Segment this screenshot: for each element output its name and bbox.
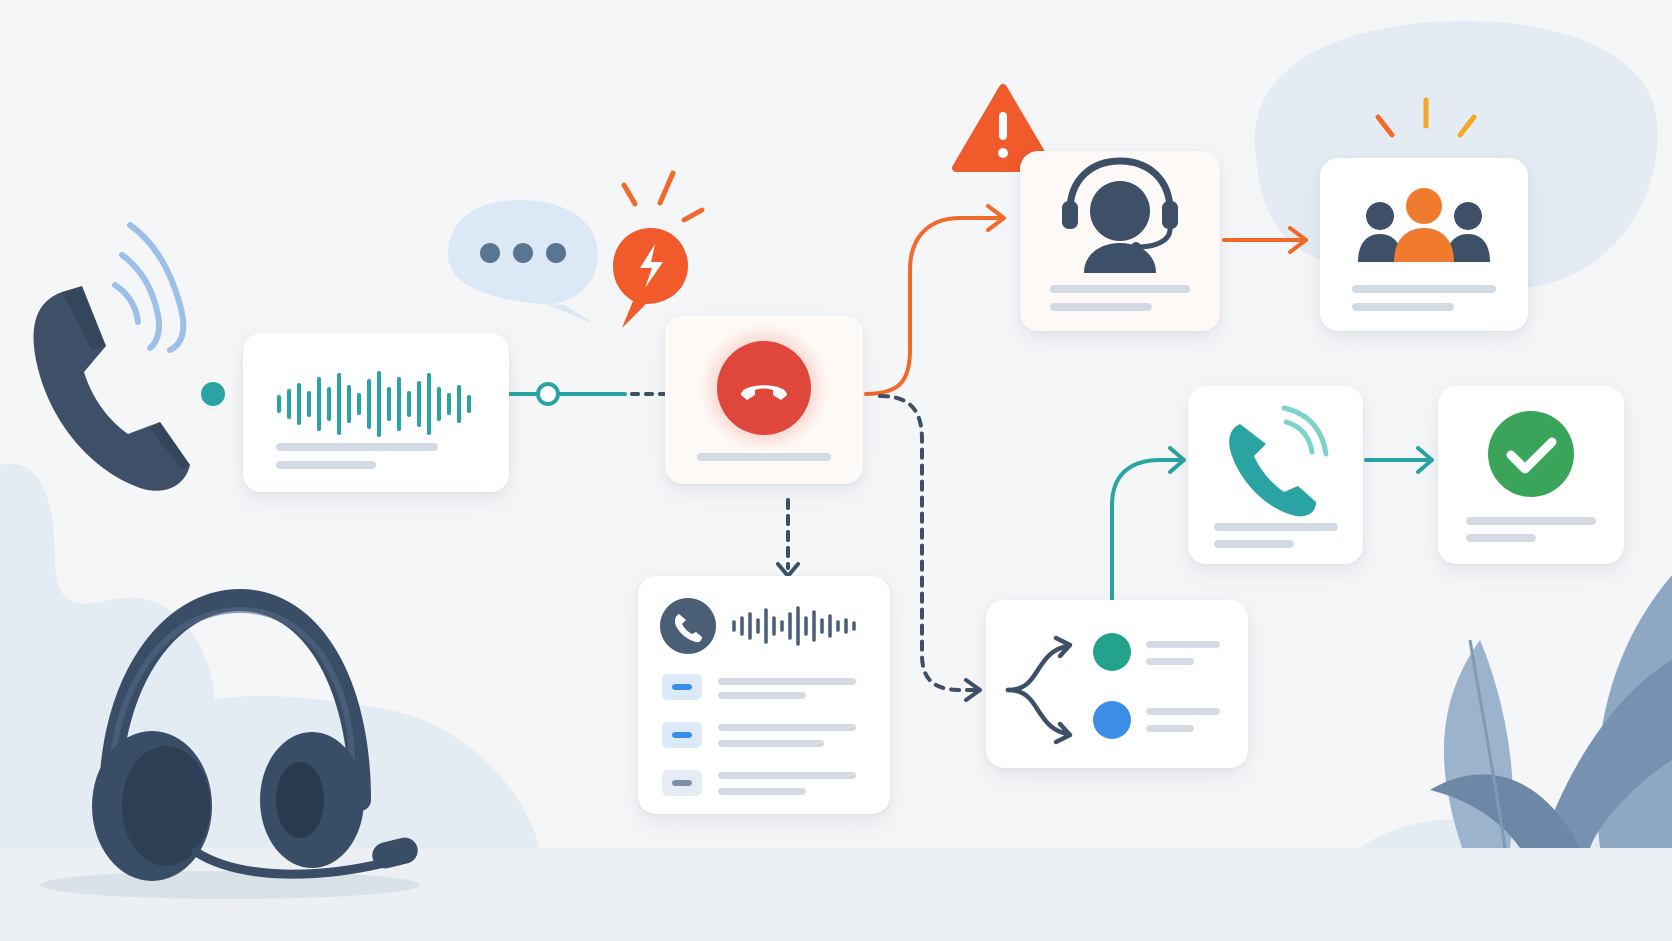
callback-card [1188, 386, 1363, 564]
audio-waveform-icon [277, 371, 471, 437]
connector-routing-to-callback [1110, 458, 1182, 602]
call-dropped-card [665, 316, 863, 484]
team-card [1320, 158, 1528, 331]
plant-icon [1430, 575, 1672, 849]
connector-drop-to-agent [864, 216, 1002, 396]
voice-capture-text-lines [276, 443, 438, 469]
connector-node-hollow [536, 382, 560, 406]
warning-triangle-icon [952, 84, 1054, 172]
headset-icon [40, 588, 420, 899]
team-group-icon [1352, 188, 1496, 311]
resolved-card [1438, 386, 1624, 564]
arrowhead-resolved [1416, 446, 1434, 474]
call-log-card [638, 576, 890, 814]
arrowhead-agent [986, 204, 1006, 232]
phone-ringing-icon [33, 222, 190, 491]
log-entry [662, 770, 856, 796]
alert-lightning-icon [613, 170, 705, 328]
log-entry [662, 674, 856, 700]
success-check-icon [1466, 411, 1596, 542]
connector-node-filled [201, 382, 225, 406]
call-log-entries [662, 674, 856, 796]
voice-capture-card [243, 333, 509, 492]
arrowhead-team [1288, 226, 1308, 254]
hang-up-icon [697, 324, 831, 461]
agent-headset-icon [1050, 157, 1190, 311]
burst-lines [1375, 97, 1477, 138]
split-route-icon [1005, 633, 1220, 745]
phone-callback-icon [1214, 405, 1338, 548]
connector-drop-to-routing [878, 394, 980, 692]
escalation-agent-card [1020, 151, 1220, 331]
arrowhead-callback [1168, 446, 1186, 474]
log-entry [662, 722, 856, 748]
arrowhead-routing [964, 678, 982, 702]
call-recording-icon [660, 598, 856, 654]
routing-card [986, 600, 1248, 768]
chat-bubble-icon [448, 200, 598, 325]
